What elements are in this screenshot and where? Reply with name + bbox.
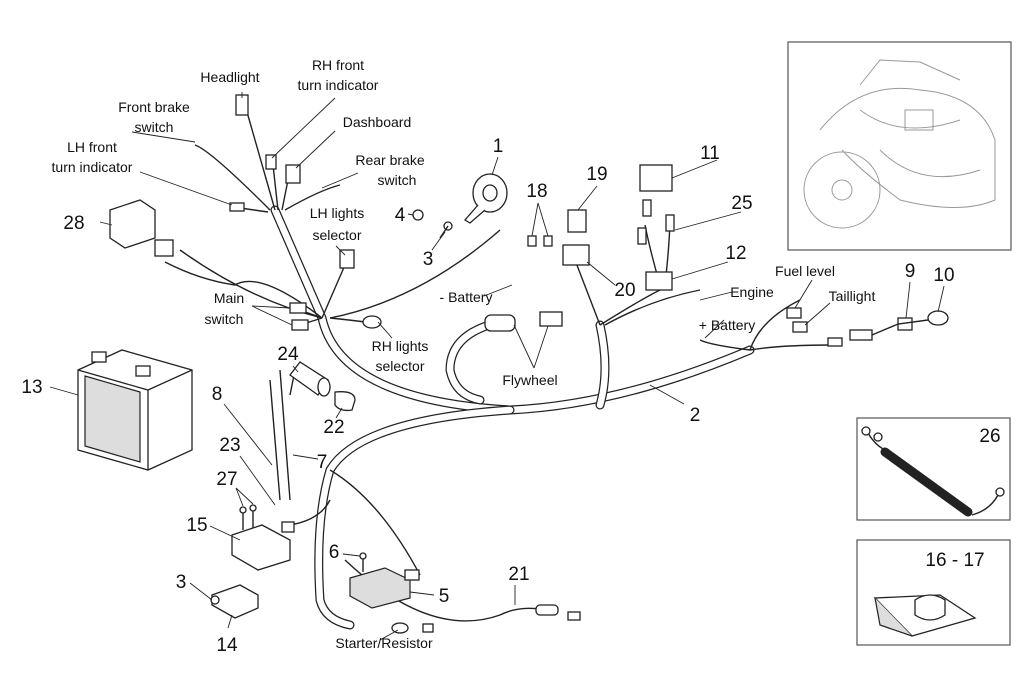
rh-front-indicator-connector bbox=[265, 154, 277, 170]
main-harness bbox=[270, 205, 755, 630]
part-9-10-bulb-connector bbox=[827, 310, 949, 347]
part-number-20: 20 bbox=[614, 280, 635, 301]
main-switch-connectors bbox=[289, 302, 309, 331]
part-16-17-clip bbox=[873, 594, 977, 637]
part-1-horn bbox=[464, 173, 508, 224]
part-number-21: 21 bbox=[508, 564, 529, 585]
part-number-5: 5 bbox=[439, 586, 450, 607]
part-number-16-17: 16 - 17 bbox=[925, 550, 984, 571]
label-starter-resistor: Starter/Resistor bbox=[335, 635, 433, 651]
part-number-3a: 3 bbox=[423, 249, 434, 270]
part-6-screw bbox=[359, 552, 367, 572]
part-11-relay bbox=[639, 164, 673, 192]
part-number-28: 28 bbox=[63, 213, 84, 234]
part-12-relay-holder bbox=[645, 271, 673, 291]
part-21-cable bbox=[535, 604, 581, 621]
motorcycle-overview-frame bbox=[787, 41, 1012, 251]
part-number-3b: 3 bbox=[176, 572, 187, 593]
label-lh-front-2: turn indicator bbox=[52, 159, 133, 175]
part-number-13: 13 bbox=[21, 377, 42, 398]
leader-lines bbox=[49, 92, 945, 641]
part-number-11: 11 bbox=[700, 143, 720, 164]
fuel-level-connector bbox=[786, 307, 802, 319]
part-number-7: 7 bbox=[317, 452, 328, 473]
part-22-grommet bbox=[334, 391, 356, 412]
label-minus-battery: - Battery bbox=[440, 289, 493, 305]
lh-lights-selector-connector bbox=[339, 249, 355, 269]
part-number-9: 9 bbox=[905, 261, 916, 282]
part-number-12: 12 bbox=[725, 243, 746, 264]
label-flywheel: Flywheel bbox=[502, 372, 557, 388]
taillight-connector bbox=[792, 321, 808, 333]
label-fuel-level: Fuel level bbox=[775, 263, 835, 279]
label-dashboard: Dashboard bbox=[343, 114, 412, 130]
part-26-cable bbox=[861, 426, 1005, 517]
part-number-10: 10 bbox=[933, 265, 954, 286]
part-number-4: 4 bbox=[395, 205, 406, 226]
label-engine: Engine bbox=[730, 284, 774, 300]
motorcycle-overview-sketch bbox=[803, 59, 996, 229]
part-number-14: 14 bbox=[216, 635, 238, 656]
part-13-battery bbox=[77, 349, 193, 471]
part-28-relay bbox=[109, 199, 174, 257]
part-number-8: 8 bbox=[212, 384, 223, 405]
part-3-bolt bbox=[439, 221, 453, 239]
label-rear-brake-1: Rear brake bbox=[355, 152, 424, 168]
label-front-brake-1: Front brake bbox=[118, 99, 190, 115]
label-rh-lights-1: RH lights bbox=[372, 338, 429, 354]
part-number-19: 19 bbox=[586, 164, 607, 185]
part-24-cap bbox=[289, 361, 331, 397]
label-lh-lights-2: selector bbox=[312, 227, 361, 243]
lh-front-indicator-connector bbox=[229, 202, 245, 212]
part-19-fuse-holder bbox=[562, 209, 590, 266]
label-main-switch-1: Main bbox=[214, 290, 244, 306]
part-number-22: 22 bbox=[323, 417, 344, 438]
label-rh-lights-2: selector bbox=[375, 358, 424, 374]
part-number-2: 2 bbox=[690, 405, 701, 426]
part-number-27: 27 bbox=[216, 469, 237, 490]
label-taillight: Taillight bbox=[829, 288, 876, 304]
part-number-24: 24 bbox=[277, 344, 299, 365]
label-rear-brake-2: switch bbox=[378, 172, 417, 188]
dashboard-connector bbox=[285, 164, 301, 184]
part-26-frame bbox=[856, 417, 1011, 521]
label-front-brake-2: switch bbox=[135, 119, 174, 135]
part-number-18: 18 bbox=[526, 181, 547, 202]
part-number-23: 23 bbox=[219, 435, 240, 456]
part-number-6: 6 bbox=[329, 542, 340, 563]
label-lh-lights-1: LH lights bbox=[310, 205, 364, 221]
label-main-switch-2: switch bbox=[205, 311, 244, 327]
label-lh-front-1: LH front bbox=[67, 139, 117, 155]
part-18-fuses bbox=[527, 235, 553, 247]
part-15-ignition-unit bbox=[231, 521, 295, 571]
labels: Headlight RH front turn indicator Front … bbox=[52, 57, 876, 651]
part-5-regulator bbox=[349, 567, 420, 609]
label-rh-front-1: RH front bbox=[312, 57, 364, 73]
rh-lights-selector-connector bbox=[362, 315, 382, 329]
part-27-screws bbox=[239, 504, 257, 530]
label-headlight: Headlight bbox=[200, 69, 259, 85]
part-14-bracket bbox=[210, 584, 259, 619]
part-number-25: 25 bbox=[731, 193, 752, 214]
part-numbers: 1 2 3 3 4 5 6 7 8 9 10 11 12 13 14 15 16… bbox=[21, 136, 1000, 656]
part-25-connectors bbox=[637, 199, 675, 245]
part-number-15: 15 bbox=[186, 515, 207, 536]
flywheel-connector bbox=[484, 311, 563, 332]
starter-resistor-connector bbox=[391, 622, 434, 634]
label-rh-front-2: turn indicator bbox=[298, 77, 379, 93]
part-4-nut bbox=[412, 209, 424, 221]
label-plus-battery: + Battery bbox=[699, 317, 755, 333]
part-number-1: 1 bbox=[493, 136, 504, 157]
part-number-26: 26 bbox=[979, 426, 1000, 447]
